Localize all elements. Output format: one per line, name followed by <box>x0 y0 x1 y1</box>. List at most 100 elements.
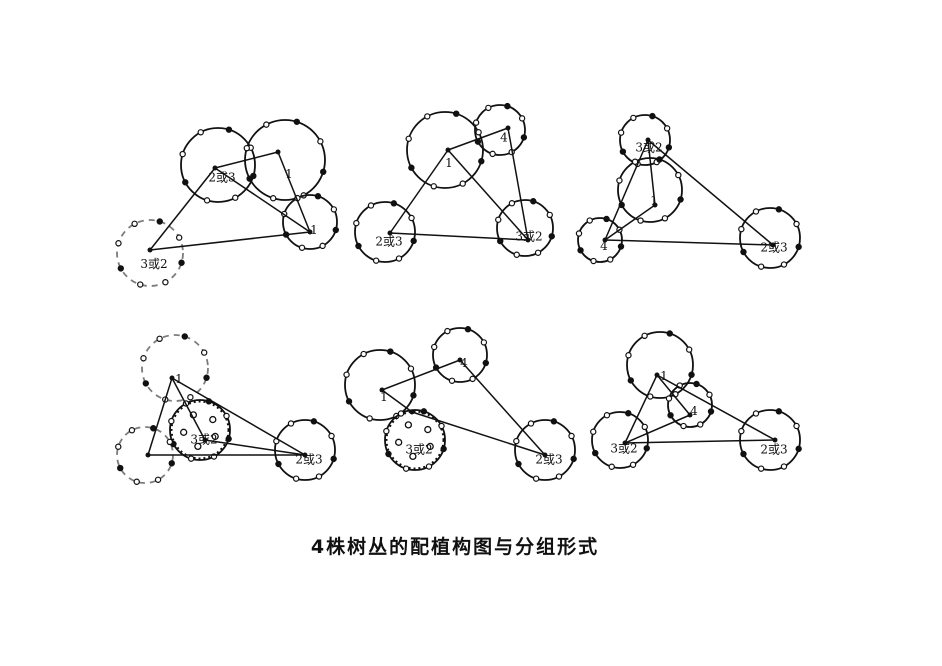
crown-texture-mark <box>409 452 417 461</box>
crown-texture-mark <box>426 442 434 451</box>
crown-notch <box>472 119 480 126</box>
crown-notch <box>482 359 489 367</box>
crown-notch <box>590 257 597 265</box>
crown-notch <box>385 450 392 458</box>
crown-notch <box>402 465 410 472</box>
crown-notch <box>243 144 250 152</box>
crown-notch <box>534 249 542 256</box>
crown-notch <box>738 225 745 233</box>
crown-outline <box>344 349 416 421</box>
crown-notch <box>328 432 335 440</box>
crown-notch <box>438 422 445 430</box>
crown-notch <box>780 463 788 470</box>
crown-notch <box>680 422 687 430</box>
tree-label: 3或2 <box>405 443 432 457</box>
crown-outline <box>591 411 649 469</box>
crown-texture-mark <box>211 432 219 441</box>
crown-notch <box>752 410 760 417</box>
crown-notch <box>619 148 627 155</box>
tree-label: 3或2 <box>610 442 637 456</box>
crown-notch <box>390 200 398 207</box>
crown-outline <box>180 127 256 203</box>
tree-label: 1 <box>175 372 183 386</box>
crown-notch <box>156 335 163 343</box>
crown-notch <box>383 427 390 435</box>
crown-notch <box>225 435 232 443</box>
tree-label: 2或3 <box>375 235 402 249</box>
crown-notch <box>625 352 632 359</box>
crown-outline <box>514 419 576 481</box>
connection-line <box>381 389 413 413</box>
crown-outline <box>141 334 209 402</box>
tree-label: 4 <box>690 404 698 418</box>
connection-line <box>149 231 311 251</box>
crown-notch <box>577 247 584 254</box>
crown-notch <box>485 104 492 112</box>
connection-line <box>381 359 461 391</box>
connection-line <box>647 139 774 246</box>
crown-notch <box>627 377 635 384</box>
crown-notch <box>508 200 516 207</box>
crown-outline <box>116 219 184 287</box>
connection-line <box>277 151 311 233</box>
crown-notch <box>343 371 350 378</box>
crown-notch <box>707 408 715 415</box>
crown-notch <box>665 144 673 151</box>
crown-notch <box>168 460 175 467</box>
crown-notch <box>643 445 650 452</box>
crown-notch <box>168 417 175 425</box>
crown-notch <box>319 242 326 250</box>
crown-notch <box>649 112 656 120</box>
crown-notch <box>641 332 648 340</box>
tree-crown: 2或3 <box>353 200 417 264</box>
crown-notch <box>203 197 211 204</box>
tree-crown: 1 <box>281 193 339 251</box>
crown-notch <box>631 158 639 165</box>
tree-crown: 1 <box>625 330 695 400</box>
tree-label: 4 <box>500 130 508 144</box>
crown-notch <box>513 437 520 445</box>
crown-notch <box>480 339 488 346</box>
crown-texture-mark <box>180 428 188 436</box>
tree-label: 4 <box>600 239 608 253</box>
crown-notch <box>738 427 745 435</box>
crown-outline <box>244 119 326 201</box>
connection-line <box>459 359 546 456</box>
connection-line <box>149 167 216 251</box>
crown-notch <box>752 208 760 215</box>
crown-notch <box>431 343 438 351</box>
crown-outline <box>432 327 488 383</box>
crown-notch <box>263 121 270 128</box>
tree-crown: 3或2 <box>383 408 447 472</box>
crown-outline <box>739 207 801 269</box>
crown-notch <box>179 150 186 158</box>
tree-label: 1 <box>310 223 318 237</box>
crown-notch <box>666 330 673 337</box>
crown-notch <box>693 380 700 388</box>
crown-notch <box>793 422 800 430</box>
connection-line <box>604 139 649 241</box>
crown-notch <box>187 455 195 462</box>
crown-notch <box>407 365 415 372</box>
crown-notch <box>630 114 637 122</box>
tree-label: 1 <box>445 156 453 170</box>
crown-notch <box>667 412 674 419</box>
tree-label: 2或3 <box>760 443 787 457</box>
connection-line <box>171 377 306 456</box>
crown-notch <box>504 102 511 110</box>
crown-notch <box>795 243 802 251</box>
tree-label: 3或2 <box>515 230 542 244</box>
crown-notch <box>275 460 282 468</box>
tree-label: 3或2 <box>140 257 167 271</box>
crown-notch <box>489 150 496 158</box>
grouping-panel-2: 1 4 2或3 3或2 <box>353 102 555 264</box>
crown-notch <box>372 257 380 264</box>
crown-notch <box>532 475 540 482</box>
crown-notch <box>330 206 338 213</box>
crown-notch <box>133 478 140 485</box>
crown-notch <box>320 168 327 176</box>
crown-notch <box>355 242 362 250</box>
crown-notch <box>775 206 783 213</box>
crown-outline <box>274 419 336 481</box>
crown-outline <box>406 111 484 189</box>
